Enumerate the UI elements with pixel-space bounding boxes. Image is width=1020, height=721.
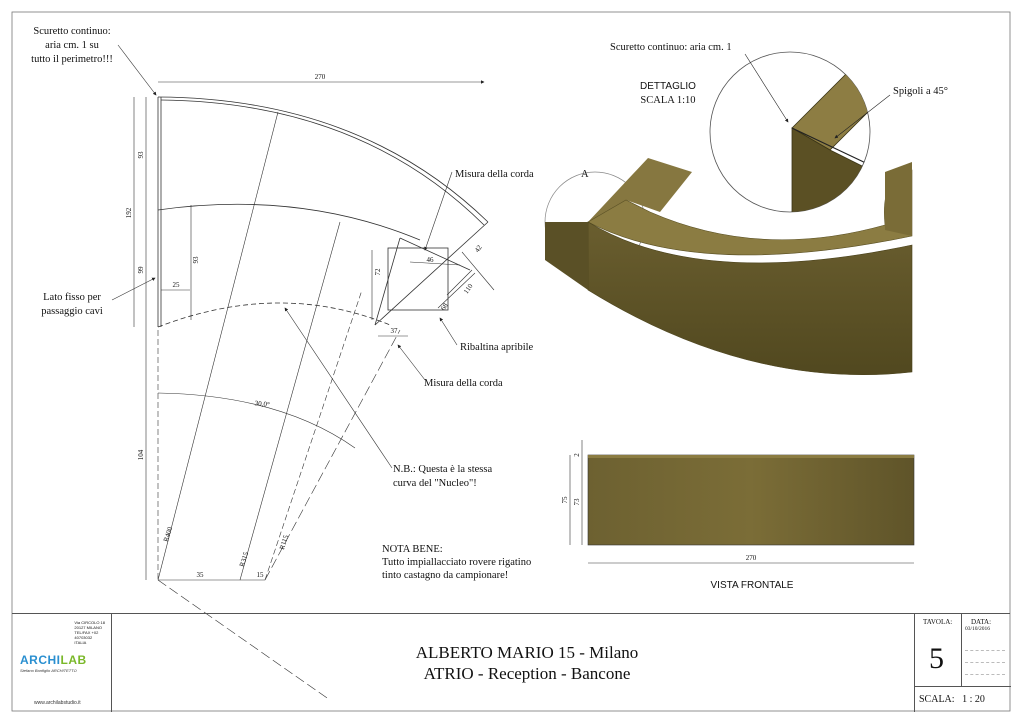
front-dim-270: 270 — [746, 554, 757, 562]
divider — [961, 614, 962, 686]
detail-title-line1: DETTAGLIO — [640, 81, 696, 92]
note-lato-fisso-line1: Lato fisso per — [43, 292, 101, 303]
detail-title-line2: SCALA 1:10 — [640, 95, 695, 106]
dim-15: 15 — [257, 571, 265, 579]
firm-line: 40703032 — [74, 635, 93, 640]
title-block: Via CIRCOLO 18 20127 MILANO TEL/FAX +02 … — [12, 613, 1011, 712]
website: www.archilabstudio.it — [34, 700, 81, 706]
data-label: DATA: — [971, 618, 992, 626]
sheet-border — [11, 11, 1011, 712]
firm-line: ITALIA — [74, 640, 87, 645]
project-title: ALBERTO MARIO 15 - Milano ATRIO - Recept… — [372, 642, 682, 684]
dim-110: 110 — [462, 282, 475, 295]
dim-104: 104 — [137, 449, 145, 460]
archilab-logo: ARCHILAB — [20, 653, 87, 667]
dim-r315: R315 — [238, 550, 250, 567]
dim-42: 42 — [473, 243, 484, 254]
dim-37: 37 — [391, 327, 399, 335]
plan-view — [111, 44, 495, 701]
project-line-1: ALBERTO MARIO 15 - Milano — [415, 643, 639, 662]
dim-72: 72 — [374, 268, 382, 276]
sheet-info: TAVOLA: 5 DATA: 03/10/2016 SCALA: 1 : 20 — [914, 614, 1011, 712]
note-ribaltina: Ribaltina apribile — [460, 342, 534, 353]
note-scuretto-line3: tutto il perimetro!!! — [31, 54, 113, 65]
note-bene-line3: tinto castagno da campionare! — [382, 570, 508, 581]
project-line-2: ATRIO - Reception - Bancone — [423, 664, 631, 683]
note-bene-line1: NOTA BENE: — [382, 544, 443, 555]
tavola-number: 5 — [929, 642, 944, 675]
firm-line: Via CIRCOLO 18 — [74, 620, 105, 625]
revision-line — [965, 674, 1005, 675]
logo-part-a: ARCHI — [20, 653, 61, 667]
dim-68: 68 — [439, 301, 450, 312]
logo-box: Via CIRCOLO 18 20127 MILANO TEL/FAX +02 … — [12, 614, 112, 712]
note-nb-line1: N.B.: Questa è la stessa — [393, 464, 492, 475]
note-misura-corda-bottom: Misura della corda — [424, 378, 503, 389]
note-lato-fisso-line2: passaggio cavi — [41, 306, 103, 317]
detail-marker-a: A — [581, 169, 589, 180]
dim-25: 25 — [173, 281, 181, 289]
front-title: VISTA FRONTALE — [711, 580, 794, 591]
front-dim-75: 75 — [561, 496, 569, 504]
dim-99: 99 — [137, 266, 145, 274]
dim-top: 270 — [315, 73, 326, 81]
firm-address: Via CIRCOLO 18 20127 MILANO TEL/FAX +02 … — [74, 620, 105, 645]
firm-line: 20127 MILANO — [74, 625, 102, 630]
scala-label: SCALA: — [919, 694, 955, 705]
scala-value: 1 : 20 — [962, 694, 985, 705]
front-dim-2: 2 — [573, 453, 581, 457]
dim-angle: 30,0° — [254, 399, 270, 409]
note-scuretto-line1: Scuretto continuo: — [33, 26, 110, 37]
note-misura-corda-top: Misura della corda — [455, 169, 534, 180]
dim-192: 192 — [125, 207, 133, 218]
scala: SCALA: 1 : 20 — [919, 694, 985, 705]
logo-part-b: LAB — [60, 653, 87, 667]
tavola-label: TAVOLA: — [923, 618, 953, 626]
note-scuretto-line2: aria cm. 1 su — [45, 40, 99, 51]
note-bene-line2: Tutto impiallacciato rovere rigatino — [382, 557, 531, 568]
divider — [915, 686, 1011, 687]
revision-line — [965, 662, 1005, 663]
dim-r400: R400 — [162, 525, 174, 542]
detail-note-scuretto: Scuretto continuo: aria cm. 1 — [610, 42, 732, 53]
dim-35: 35 — [197, 571, 205, 579]
front-view — [569, 440, 915, 564]
firm-line: TEL/FAX +02 — [74, 630, 99, 635]
front-dim-73: 73 — [573, 498, 581, 506]
dim-93-inner: 93 — [192, 256, 200, 264]
dim-46: 46 — [427, 256, 435, 264]
dim-93-top: 93 — [137, 151, 145, 159]
detail-spigoli: Spigoli a 45° — [893, 86, 948, 97]
logo-subtitle: Stefano Bonfiglio ARCHITETTO — [20, 668, 77, 673]
data-value: 03/10/2016 — [965, 626, 991, 632]
note-nb-line2: curva del "Nucleo"! — [393, 478, 477, 489]
revision-line — [965, 650, 1005, 651]
axonometric-view — [544, 51, 913, 376]
